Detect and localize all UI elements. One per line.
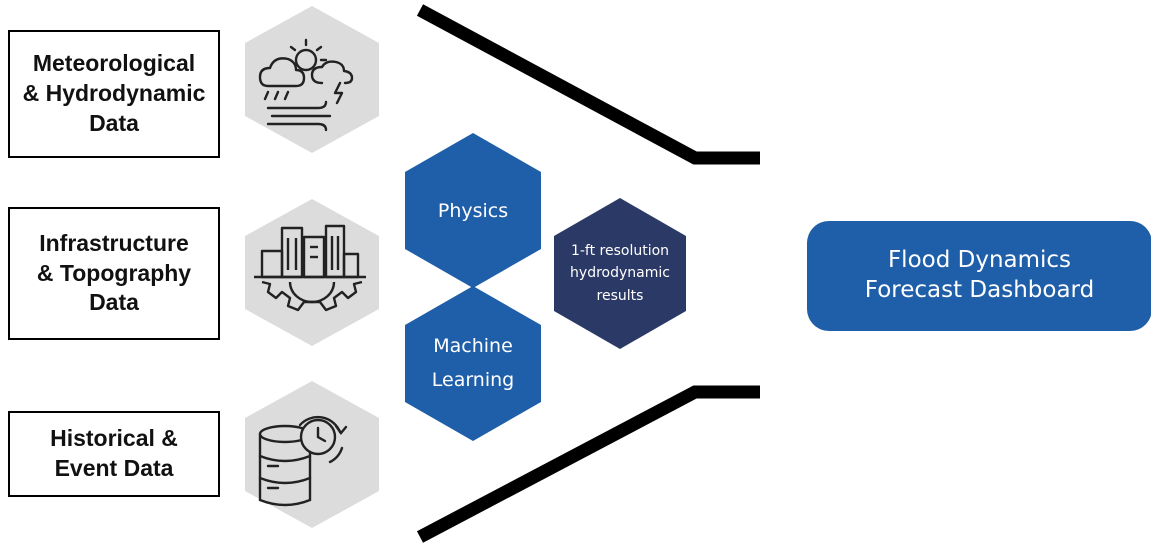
result-line: results: [596, 287, 644, 304]
city-gear-icon: [254, 224, 366, 312]
result-hex: [554, 198, 686, 349]
machine-learning-hex: [405, 286, 541, 441]
dashboard-line: Flood Dynamics: [887, 247, 1072, 274]
input-box-meteorological: Meteorological & Hydrodynamic Data: [8, 30, 220, 158]
funnel-top-line: [416, 4, 760, 165]
input-box-infrastructure: Infrastructure & Topography Data: [8, 207, 220, 340]
ml-line: Learning: [431, 368, 515, 391]
result-line: hydrodynamic: [570, 265, 670, 282]
forecast-dashboard-box: Flood Dynamics Forecast Dashboard: [807, 221, 1151, 331]
input-hex-2: [245, 199, 379, 346]
physics-label: Physics: [405, 133, 541, 288]
ml-line: Machine: [433, 335, 513, 358]
result-label: 1-ft resolution hydrodynamic results: [548, 198, 692, 349]
dashboard-line: Forecast Dashboard: [864, 277, 1095, 303]
input-line: Historical &: [50, 425, 178, 452]
database-clock-icon: [258, 415, 348, 507]
input-line: & Topography: [36, 259, 192, 286]
input-line: Infrastructure: [39, 229, 189, 256]
result-line: 1-ft resolution: [570, 242, 670, 259]
input-box-historical: Historical & Event Data: [8, 411, 220, 497]
funnel-bottom-line: [416, 385, 760, 543]
input-line: & Hydrodynamic: [22, 80, 206, 107]
machine-learning-label: Machine Learning: [405, 286, 541, 441]
input-line: Meteorological: [32, 50, 196, 77]
physics-line: Physics: [437, 199, 509, 222]
input-line: Event Data: [54, 455, 174, 481]
input-line: Data: [89, 289, 139, 316]
input-hex-3: [245, 381, 379, 528]
physics-hex: [405, 133, 541, 288]
input-line: Data: [89, 109, 139, 136]
weather-icon: [258, 38, 354, 132]
